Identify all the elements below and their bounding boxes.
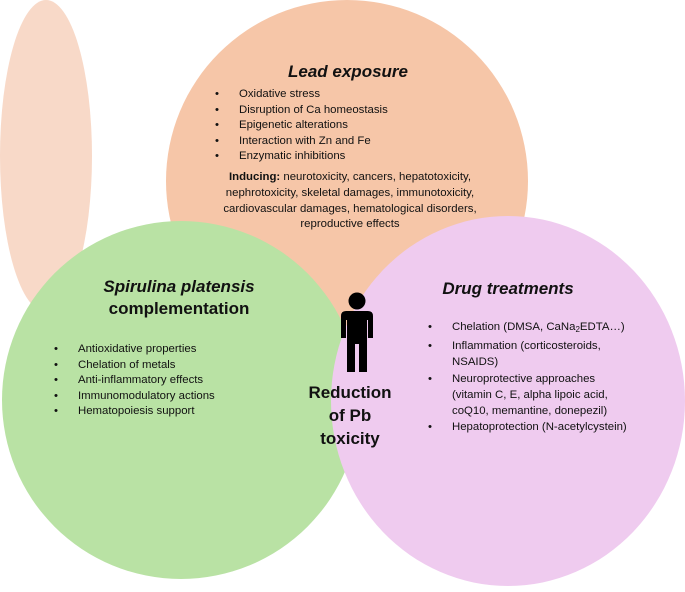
list-item: Inflammation (corticosteroids, NSAIDS): [426, 338, 632, 370]
inducing-effects: neurotoxicity, cancers, hepatotoxicity, …: [223, 171, 477, 231]
drug-treatments-list: Chelation (DMSA, CaNa2EDTA…) Inflammatio…: [426, 319, 632, 436]
drug-treatments-title: Drug treatments: [442, 279, 574, 298]
center-label-line: Reduction: [308, 383, 392, 402]
center-label-line: of Pb: [328, 406, 372, 425]
spirulina-title-species: Spirulina platensis: [103, 277, 255, 296]
spirulina-title-suffix: complementation: [108, 299, 250, 318]
person-icon: [341, 292, 373, 372]
list-item: Immunomodulatory actions: [52, 389, 215, 405]
item-text: Neuroprotective approaches (vitamin C, E…: [452, 372, 608, 418]
list-item: Anti-inflammatory effects: [52, 373, 215, 389]
list-item: Antioxidative properties: [52, 342, 215, 358]
list-item: Chelation (DMSA, CaNa2EDTA…): [426, 319, 632, 338]
inducing-label: Inducing:: [228, 171, 281, 183]
list-item: Hepatoprotection (N-acetylcystein): [426, 419, 632, 435]
list-item: Epigenetic alterations: [213, 118, 388, 134]
center-label: Reduction of Pb toxicity: [300, 381, 400, 450]
list-item: Oxidative stress: [213, 87, 388, 103]
inducing-effects-text: Inducing: neurotoxicity, cancers, hepato…: [200, 170, 500, 233]
item-subscript: 2: [575, 325, 580, 334]
lead-exposure-title: Lead exposure: [288, 62, 408, 81]
center-label-line: toxicity: [320, 429, 380, 448]
list-item: Neuroprotective approaches (vitamin C, E…: [426, 371, 632, 420]
list-item: Enzymatic inhibitions: [213, 149, 388, 165]
list-item: Chelation of metals: [52, 358, 215, 374]
list-item: Hematopoiesis support: [52, 404, 215, 420]
spirulina-effects-list: Antioxidative properties Chelation of me…: [52, 342, 215, 420]
item-text-end: EDTA…): [579, 321, 625, 333]
list-item: Interaction with Zn and Fe: [213, 134, 388, 150]
list-item: Disruption of Ca homeostasis: [213, 103, 388, 119]
lead-mechanisms-list: Oxidative stress Disruption of Ca homeos…: [213, 87, 388, 165]
item-text: Inflammation (corticosteroids, NSAIDS): [452, 340, 601, 369]
item-text: Hepatoprotection (N-acetylcystein): [452, 421, 627, 434]
item-text: Chelation (DMSA, CaNa: [452, 321, 576, 333]
spirulina-title: Spirulina platensis complementation: [60, 276, 298, 320]
